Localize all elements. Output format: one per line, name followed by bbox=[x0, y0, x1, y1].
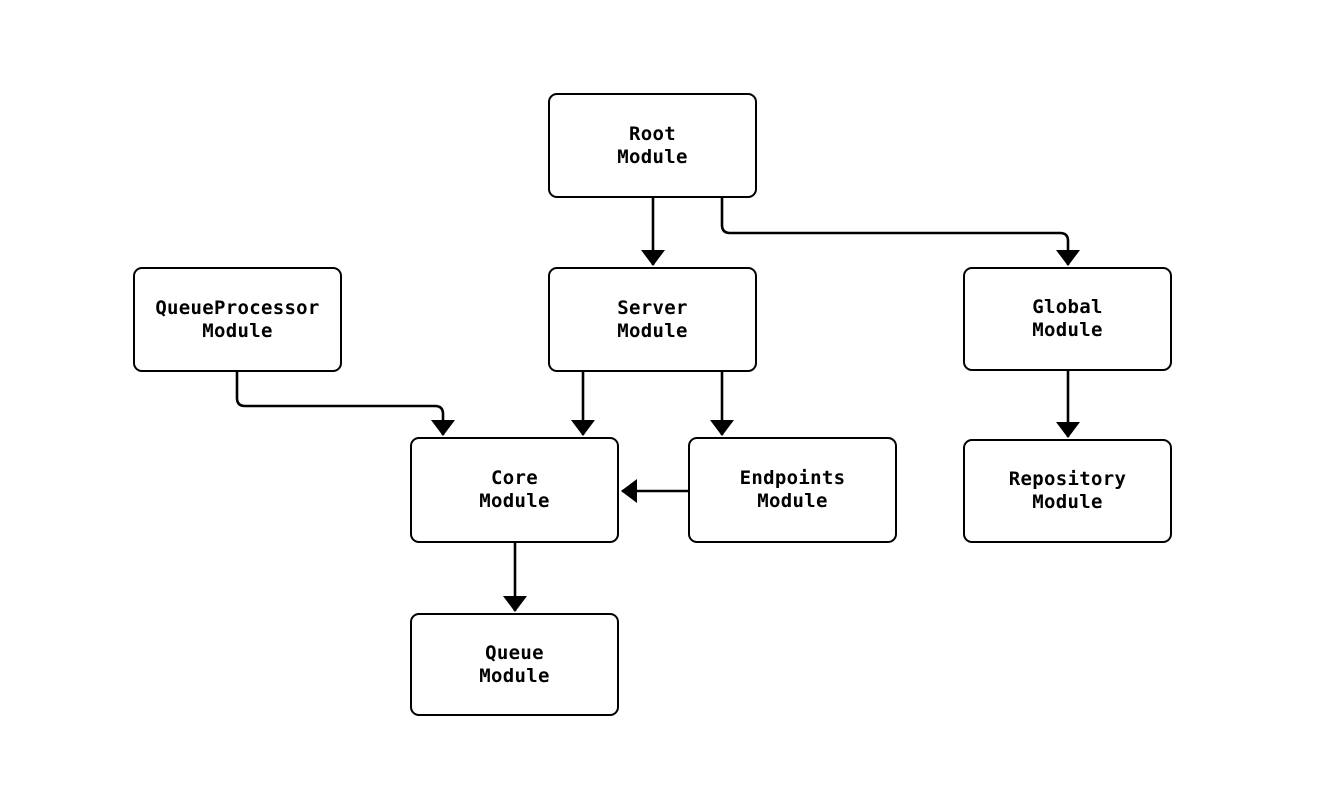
node-label: QueueProcessor Module bbox=[155, 296, 320, 342]
node-queueprocessor-module: QueueProcessor Module bbox=[133, 267, 342, 372]
node-repository-module: Repository Module bbox=[963, 439, 1172, 543]
node-label: Endpoints Module bbox=[739, 467, 846, 512]
node-server-module: Server Module bbox=[548, 267, 757, 372]
node-label: Root Module bbox=[617, 122, 688, 168]
edge-root-to-global bbox=[720, 198, 1080, 266]
node-label: Core Module bbox=[479, 467, 550, 512]
node-endpoints-module: Endpoints Module bbox=[688, 437, 897, 543]
node-label: Global Module bbox=[1032, 296, 1103, 341]
node-label: Server Module bbox=[617, 296, 688, 342]
node-label: Repository Module bbox=[1008, 468, 1127, 513]
edges-group bbox=[235, 198, 1080, 612]
node-core-module: Core Module bbox=[410, 437, 619, 543]
node-queue-module: Queue Module bbox=[410, 613, 619, 716]
node-global-module: Global Module bbox=[963, 267, 1172, 371]
node-label: Queue Module bbox=[479, 641, 550, 687]
edge-queueprocessor-to-core bbox=[235, 372, 455, 436]
node-root-module: Root Module bbox=[548, 93, 757, 198]
